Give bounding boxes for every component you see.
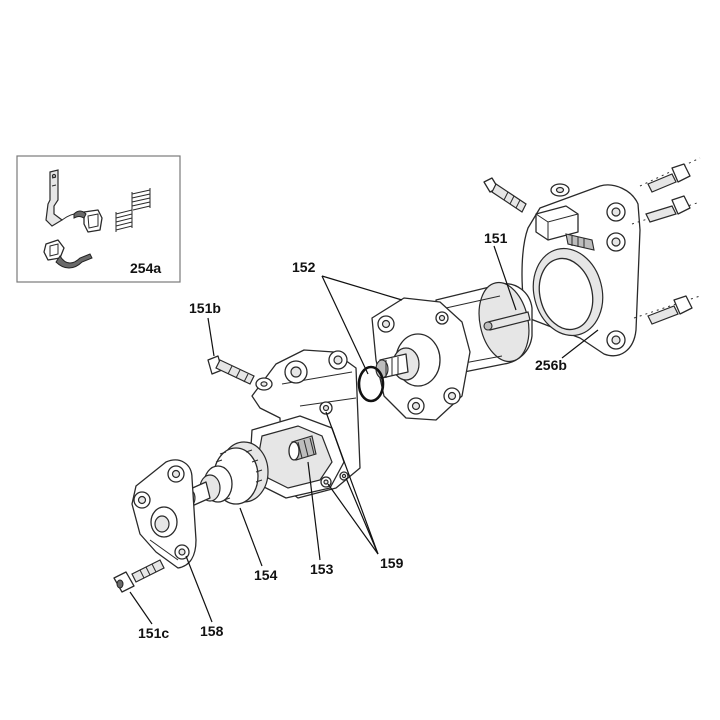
brush-springs [115, 188, 151, 232]
callout-256b: 256b [535, 357, 567, 373]
callout-158: 158 [200, 623, 224, 639]
callout-151: 151 [484, 230, 508, 246]
leader-lines [129, 245, 599, 625]
drive-gear [184, 441, 269, 507]
bracket-long-bolt [483, 177, 527, 213]
end-cover [131, 459, 197, 569]
o-ring [357, 365, 385, 403]
rear-mounting-bracket [521, 184, 641, 357]
callout-151b: 151b [189, 300, 221, 316]
needle-bearing [288, 435, 317, 461]
callout-151c: 151c [138, 625, 169, 641]
callout-159: 159 [380, 555, 404, 571]
lower-brush [43, 239, 93, 269]
inset-brush-kit: 254a [16, 155, 181, 283]
bolt-151b [207, 355, 273, 391]
screw-151c [113, 559, 165, 593]
callout-154: 154 [254, 567, 278, 583]
callout-254a: 254a [130, 260, 161, 276]
upper-brush-holder [73, 209, 103, 233]
bracket-washer [550, 183, 570, 197]
callout-152: 152 [292, 259, 316, 275]
callouts: 152 151 151b 256b 154 153 159 151c 158 [138, 230, 567, 641]
starter-motor [371, 281, 533, 421]
callout-153: 153 [310, 561, 334, 577]
bracket-screws [631, 157, 701, 325]
